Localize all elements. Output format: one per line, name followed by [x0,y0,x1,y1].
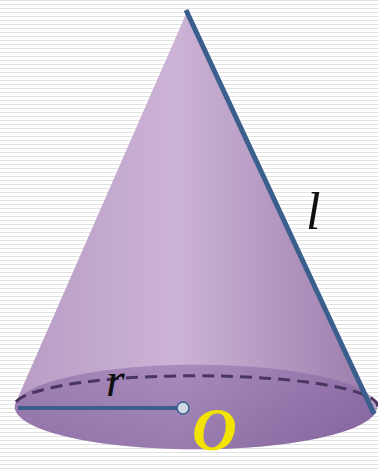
center-dot [177,402,189,414]
center-label: O [192,398,237,460]
radius-line [18,406,183,410]
slant-height-label: l [306,186,320,238]
radius-label: r [106,356,125,404]
slant-height-line [186,10,374,414]
